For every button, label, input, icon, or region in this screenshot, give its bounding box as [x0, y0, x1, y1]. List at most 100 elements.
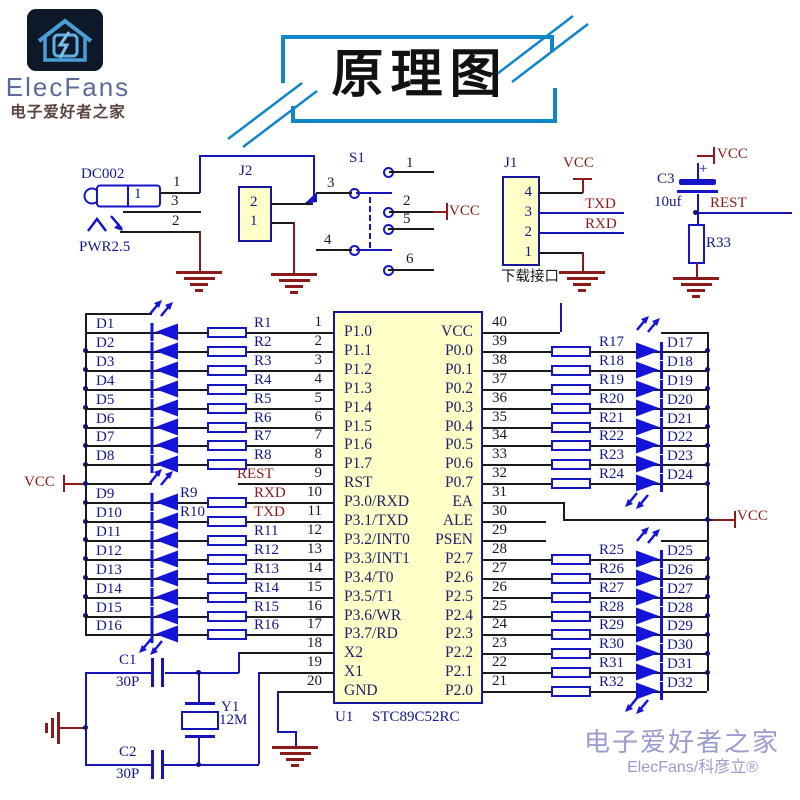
- wire: [199, 155, 314, 157]
- resistor-label: R25: [599, 541, 625, 558]
- mcu-pin-label: P0.7: [445, 474, 473, 492]
- resistor-R24: [551, 478, 591, 490]
- ground-icon: [183, 277, 215, 280]
- resistor-label: R3: [254, 352, 272, 369]
- mcu-pin-number: 18: [307, 635, 322, 652]
- mcu-pin-label: PSEN: [435, 530, 473, 548]
- mcu-pin-number: 12: [307, 521, 322, 538]
- title-frame: [227, 15, 589, 148]
- led-D13: [150, 568, 178, 587]
- mcu-pin-number: 22: [492, 654, 507, 671]
- resistor-label: R2: [254, 333, 272, 350]
- switch-link-dashed: [369, 197, 371, 248]
- led-D18: [636, 360, 663, 379]
- net-label: REST: [237, 466, 274, 483]
- s1-pin-number: 4: [324, 232, 332, 248]
- mcu-pin-number: 9: [314, 465, 323, 482]
- j2-pin: 2: [250, 194, 258, 210]
- wire: [483, 653, 707, 656]
- resistor-label: R10: [180, 504, 206, 520]
- mcu-pin-number: 34: [492, 427, 507, 444]
- resistor-R1: [207, 327, 247, 338]
- wire: [356, 249, 392, 251]
- j1-pin: 3: [524, 204, 533, 220]
- wire: [446, 203, 448, 220]
- led-D9: [150, 493, 178, 512]
- led-emission-arrows-icon: [139, 638, 163, 655]
- wire: [483, 521, 546, 523]
- ground-icon: [279, 752, 311, 755]
- resistor-label: R27: [599, 579, 625, 596]
- resistor-label: R6: [254, 409, 272, 426]
- led-label: D23: [667, 448, 693, 465]
- wire: [258, 672, 333, 674]
- led-emission-arrows-icon: [149, 300, 173, 317]
- led-label: D32: [667, 675, 693, 692]
- mcu-pin-label: P3.0/RXD: [344, 493, 410, 511]
- led-D2: [150, 341, 178, 360]
- led-D24: [636, 474, 663, 493]
- mcu-pin-label: P0.0: [445, 341, 473, 359]
- y1-label: Y1: [221, 699, 240, 715]
- ground-icon: [176, 271, 222, 274]
- resistor-label: R15: [254, 598, 280, 615]
- mcu-pin-number: 33: [492, 446, 507, 463]
- resistor-R26: [551, 572, 591, 584]
- junction-dot: [704, 424, 710, 429]
- mcu-pin-label: P2.3: [445, 625, 473, 643]
- junction-dot: [195, 761, 201, 767]
- logo-subtitle: 电子爱好者之家: [10, 104, 126, 121]
- resistor-R31: [551, 667, 591, 679]
- resistor-R28: [551, 610, 591, 622]
- wire: [277, 691, 279, 733]
- plug-symbol-icon: [87, 215, 123, 232]
- ground-icon: [272, 746, 318, 749]
- led-emission-arrows-icon: [625, 697, 649, 714]
- mcu-pin-number: 6: [314, 408, 323, 425]
- wire: [697, 155, 714, 157]
- wire: [238, 483, 333, 486]
- led-label: D12: [96, 542, 122, 559]
- resistor-R10: [207, 516, 247, 527]
- resistor-label: R9: [180, 485, 198, 502]
- mcu-pin-number: 35: [492, 408, 507, 425]
- s1-label: S1: [349, 150, 365, 166]
- s1-pin-number: 6: [406, 251, 414, 267]
- wire: [483, 388, 707, 391]
- led-D1: [150, 323, 178, 341]
- wire: [697, 163, 699, 181]
- junction-dot: [704, 461, 710, 467]
- led-label: D4: [96, 372, 115, 389]
- resistor-R8: [207, 459, 247, 471]
- mcu-pin-label: P1.0: [344, 323, 372, 340]
- resistor-label: R17: [599, 333, 625, 350]
- wire: [85, 672, 152, 674]
- resistor-label: R29: [599, 617, 625, 634]
- wire: [63, 475, 65, 492]
- mcu-pin-label: X1: [344, 663, 363, 681]
- mcu-pin-label: VCC: [441, 323, 473, 340]
- j2-connector: [238, 186, 272, 242]
- led-D25: [636, 549, 663, 568]
- junction-dot: [692, 209, 698, 215]
- cap-plate: [161, 658, 164, 687]
- junction-dot: [704, 386, 710, 392]
- wire: [696, 263, 698, 277]
- wire: [238, 652, 333, 654]
- wire: [272, 222, 294, 224]
- wire: [85, 313, 152, 315]
- wire: [540, 232, 624, 234]
- resistor-label: R28: [599, 598, 625, 615]
- mcu-ic-body: [333, 311, 483, 704]
- logo-brand: ElecFans: [5, 72, 131, 102]
- wire: [483, 445, 707, 448]
- mcu-pin-label: P3.5/T1: [344, 587, 394, 605]
- mcu-pin-number: 24: [492, 616, 507, 633]
- junction-dot: [704, 650, 710, 656]
- ground-icon: [566, 277, 598, 280]
- wire: [198, 672, 239, 674]
- dc-pin-number: 2: [172, 213, 180, 229]
- resistor-R19: [551, 383, 591, 395]
- wire: [388, 228, 434, 230]
- mcu-pin-number: 7: [314, 427, 323, 444]
